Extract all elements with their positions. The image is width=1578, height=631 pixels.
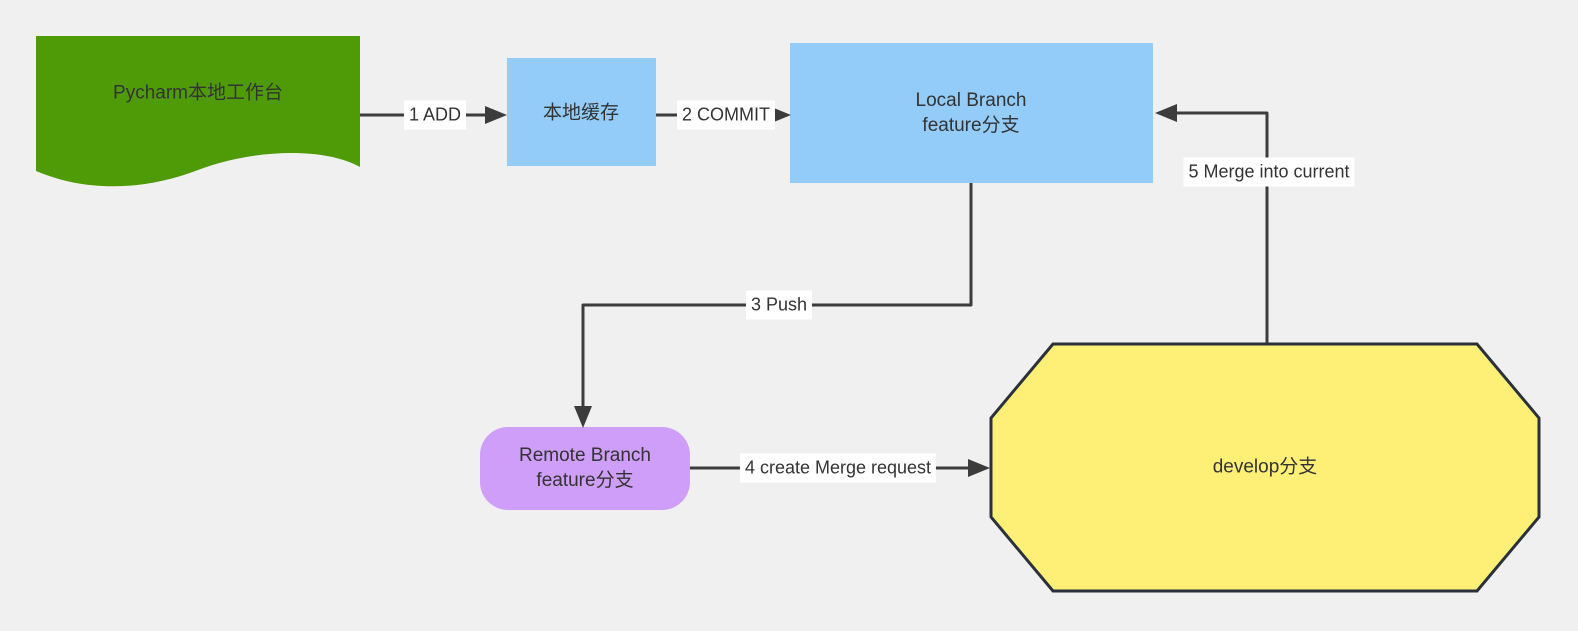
edge-merge-into-line — [1176, 111, 1269, 343]
edge-merge-into-arrowhead-icon — [1155, 104, 1177, 122]
edge-merge-request-arrowhead-icon — [968, 459, 990, 477]
cache-node-shape[interactable] — [507, 58, 656, 166]
workbench-node-shape[interactable] — [36, 36, 360, 187]
edge-push-label: 3 Push — [745, 290, 813, 320]
develop-node-shape[interactable] — [989, 342, 1541, 593]
edge-merge-into-label: 5 Merge into current — [1183, 157, 1355, 187]
edge-commit-label: 2 COMMIT — [677, 100, 775, 130]
edge-add-arrowhead-icon — [485, 106, 507, 124]
edge-add-label: 1 ADD — [403, 100, 467, 130]
edge-push-arrowhead-icon — [574, 406, 592, 428]
local-branch-node-shape[interactable] — [790, 43, 1153, 183]
edge-merge-request-label: 4 create Merge request — [739, 453, 937, 483]
remote-branch-node-shape[interactable] — [480, 427, 690, 510]
